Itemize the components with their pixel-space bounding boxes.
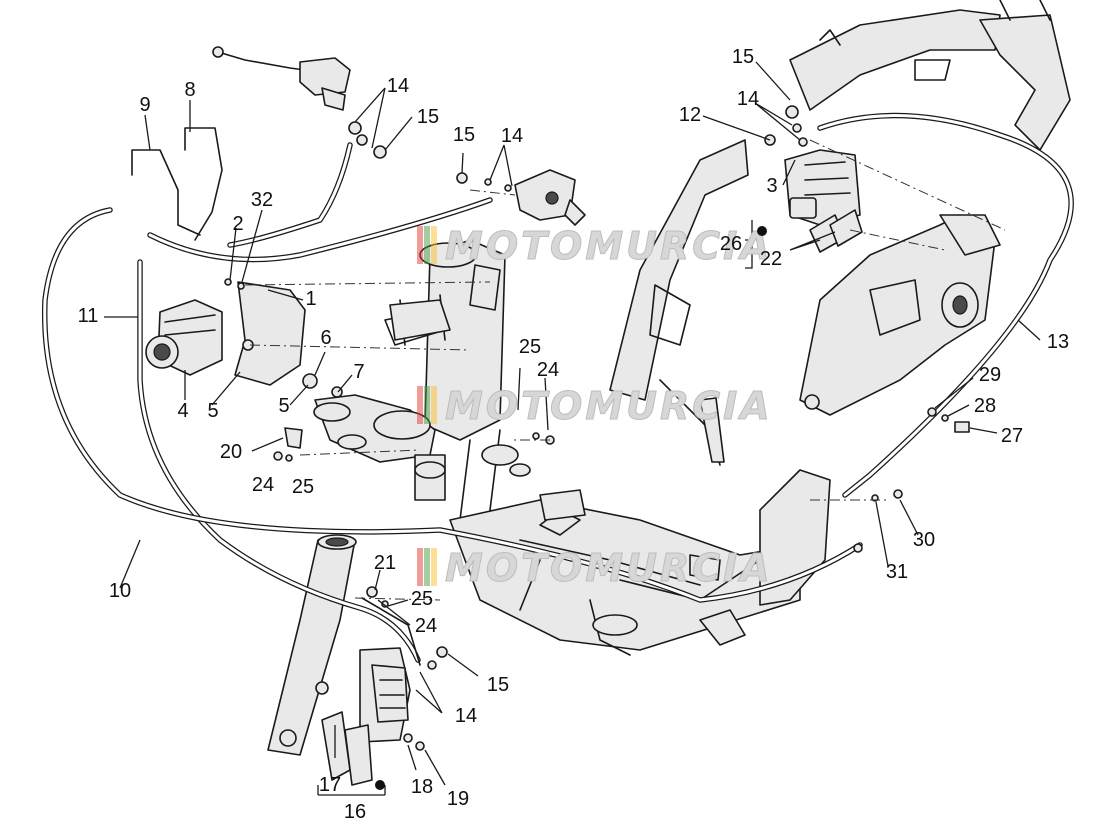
assembly-dot-marker — [757, 226, 767, 236]
callout-15: 15 — [732, 46, 754, 68]
watermark-top: MOTOMURCIA — [417, 224, 773, 269]
rear-subframe — [789, 0, 1071, 151]
callout-8: 8 — [184, 79, 195, 101]
assembly-dot-marker — [375, 780, 385, 790]
watermark-text: MOTOMURCIA — [445, 546, 773, 590]
callout-22: 22 — [760, 248, 782, 270]
rear-brake-caliper — [784, 149, 863, 253]
callout-30: 30 — [913, 529, 935, 551]
steering-stem — [313, 394, 446, 501]
callout-2: 2 — [232, 213, 243, 235]
callout-25: 25 — [292, 476, 314, 498]
callout-32: 32 — [251, 189, 273, 211]
callout-6: 6 — [320, 327, 331, 349]
callout-24: 24 — [537, 359, 559, 381]
callout-25: 25 — [519, 336, 541, 358]
callout-16: 16 — [344, 801, 366, 823]
callout-15: 15 — [453, 124, 475, 146]
brake-lines — [41, 112, 1074, 666]
engine-swingarm-bracket — [799, 214, 1001, 416]
callout-9: 9 — [139, 94, 150, 116]
watermark-middle: MOTOMURCIA — [417, 384, 773, 429]
callout-4: 4 — [177, 400, 188, 422]
callout-15: 15 — [417, 106, 439, 128]
callout-7: 7 — [353, 361, 364, 383]
callout-17: 17 — [319, 774, 341, 796]
front-fork-leg — [267, 534, 357, 756]
callout-14: 14 — [501, 125, 523, 147]
callout-21: 21 — [374, 552, 396, 574]
callout-14: 14 — [455, 705, 477, 727]
front-brake-caliper — [321, 647, 411, 786]
callout-13: 13 — [1047, 331, 1069, 353]
callout-5: 5 — [278, 395, 289, 417]
callout-5: 5 — [207, 400, 218, 422]
callout-24: 24 — [415, 615, 437, 637]
callout-18: 18 — [411, 776, 433, 798]
callout-31: 31 — [886, 561, 908, 583]
assembly-axis-lines — [244, 139, 1006, 601]
callout-24: 24 — [252, 474, 274, 496]
callout-14: 14 — [737, 88, 759, 110]
callout-28: 28 — [974, 395, 996, 417]
callout-14: 14 — [387, 75, 409, 97]
callout-29: 29 — [979, 364, 1001, 386]
callout-3: 3 — [766, 175, 777, 197]
callout-1: 1 — [305, 288, 316, 310]
callout-labels: 1 2 3 4 5 5 6 7 8 9 10 11 12 13 14 14 14… — [78, 46, 1070, 823]
callout-27: 27 — [1001, 425, 1023, 447]
callout-20: 20 — [220, 441, 242, 463]
watermark-text: MOTOMURCIA — [445, 384, 773, 428]
callout-25: 25 — [411, 588, 433, 610]
watermark-bottom: MOTOMURCIA — [417, 546, 773, 591]
callout-11: 11 — [78, 305, 99, 327]
watermark-text: MOTOMURCIA — [445, 224, 773, 268]
callout-10: 10 — [109, 580, 131, 602]
callout-12: 12 — [679, 104, 701, 126]
abs-modulator — [145, 281, 306, 386]
callout-15: 15 — [487, 674, 509, 696]
left-brake-master-cylinder — [514, 169, 586, 226]
right-brake-lever — [212, 46, 351, 111]
callout-19: 19 — [447, 788, 469, 810]
callout-26: 26 — [720, 233, 742, 255]
leader-lines — [104, 61, 1041, 796]
